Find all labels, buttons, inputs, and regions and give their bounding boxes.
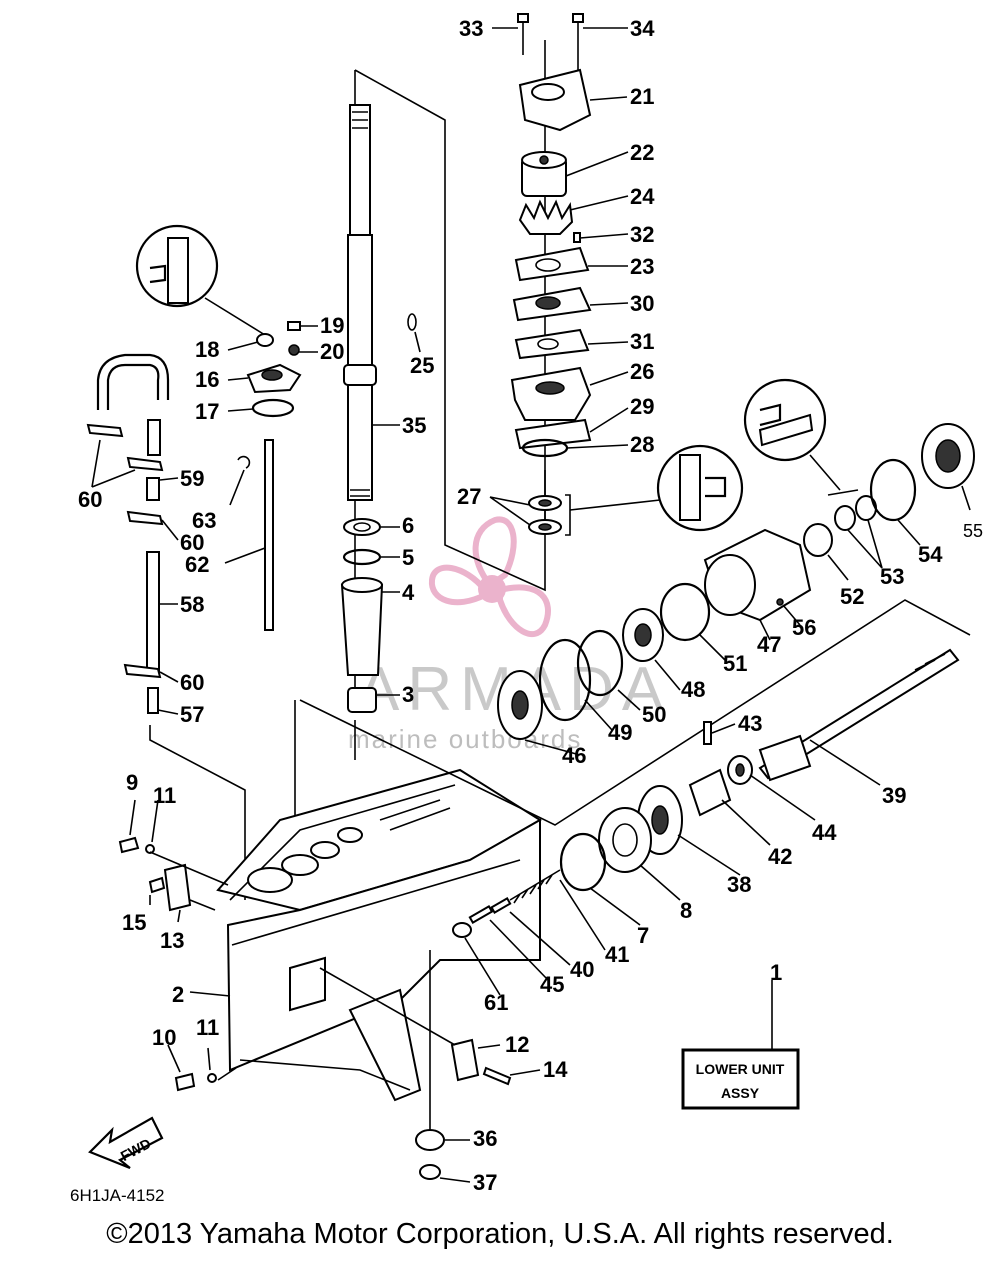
part-label: 24 [630, 184, 655, 209]
part-label: 21 [630, 84, 654, 109]
part-label: 6 [402, 513, 414, 538]
part-label: 29 [630, 394, 654, 419]
part-label: 60 [78, 487, 102, 512]
fwd-arrow-icon: FWD [88, 1116, 164, 1170]
part-label: 11 [153, 783, 176, 808]
propeller-logo-icon [428, 516, 551, 638]
part-label: 38 [727, 872, 751, 897]
part-label: 55 [963, 521, 983, 541]
part-label: 58 [180, 592, 204, 617]
part-label: 43 [738, 711, 762, 736]
part-label: 14 [543, 1057, 568, 1082]
part-label: 46 [562, 743, 586, 768]
part-label: 35 [402, 413, 426, 438]
fwd-label: FWD [118, 1135, 154, 1164]
part-label: 50 [642, 702, 666, 727]
box-line1: LOWER UNIT [696, 1061, 785, 1077]
copyright-text: ©2013 Yamaha Motor Corporation, U.S.A. A… [106, 1218, 894, 1250]
part-label: 60 [180, 530, 204, 555]
lower-case [118, 700, 542, 1102]
part-label: 44 [812, 820, 837, 845]
drive-shaft-group [340, 69, 546, 713]
part-label: 57 [180, 702, 204, 727]
part-label: 9 [126, 770, 138, 795]
box-line2: ASSY [721, 1085, 760, 1101]
part-label: 60 [180, 670, 204, 695]
part-label: 61 [484, 990, 508, 1015]
part-label: 49 [608, 720, 632, 745]
part-label: 5 [402, 545, 414, 570]
part-label: 11 [196, 1015, 219, 1040]
part-label: 62 [185, 552, 209, 577]
part-label: 52 [840, 584, 864, 609]
part-label: 45 [540, 972, 564, 997]
part-label: 15 [122, 910, 146, 935]
part-label: 42 [768, 844, 792, 869]
part-label: 30 [630, 291, 654, 316]
part-label: 47 [757, 632, 781, 657]
part-labels: 1 2 3 4 5 6 7 8 9 10 11 11 12 13 14 15 1… [78, 16, 983, 1195]
part-label: 56 [792, 615, 816, 640]
part-label: 23 [630, 254, 654, 279]
part-label: 3 [402, 682, 414, 707]
detail-circles [135, 224, 859, 532]
lower-unit-assy-box: LOWER UNIT ASSY [681, 980, 800, 1110]
part-label: 59 [180, 466, 204, 491]
part-label: 33 [459, 16, 483, 41]
part-label: 32 [630, 222, 654, 247]
part-label: 10 [152, 1025, 176, 1050]
part-label: 26 [630, 359, 654, 384]
part-label: 17 [195, 399, 219, 424]
part-label: 37 [473, 1170, 497, 1195]
part-label: 7 [637, 923, 649, 948]
part-label: 2 [172, 982, 184, 1007]
part-label: 12 [505, 1032, 529, 1057]
part-label: 25 [410, 353, 434, 378]
part-label: 16 [195, 367, 219, 392]
diagram-code: 6H1JA-4152 [70, 1186, 165, 1205]
shift-rod-group [86, 321, 318, 900]
part-label: 8 [680, 898, 692, 923]
part-label: 20 [320, 339, 344, 364]
part-label: 39 [882, 783, 906, 808]
part-label: 63 [192, 508, 216, 533]
part-label: 19 [320, 313, 344, 338]
part-label: 36 [473, 1126, 497, 1151]
part-label: 34 [630, 16, 655, 41]
part-label: 53 [880, 564, 904, 589]
propeller-shaft-group [299, 423, 975, 1183]
watermark-sub: marine outboards [348, 724, 582, 754]
part-label: 4 [402, 580, 415, 605]
part-label: 48 [681, 677, 705, 702]
water-pump-group [489, 13, 629, 536]
part-label: 31 [630, 329, 654, 354]
part-label: 22 [630, 140, 654, 165]
part-label: 18 [195, 337, 219, 362]
part-label: 13 [160, 928, 184, 953]
part-label: 27 [457, 484, 481, 509]
part-label: 28 [630, 432, 654, 457]
part-label: 1 [770, 960, 782, 985]
part-label: 41 [605, 942, 629, 967]
part-label: 40 [570, 957, 594, 982]
part-label: 51 [723, 651, 747, 676]
part-label: 54 [918, 542, 943, 567]
